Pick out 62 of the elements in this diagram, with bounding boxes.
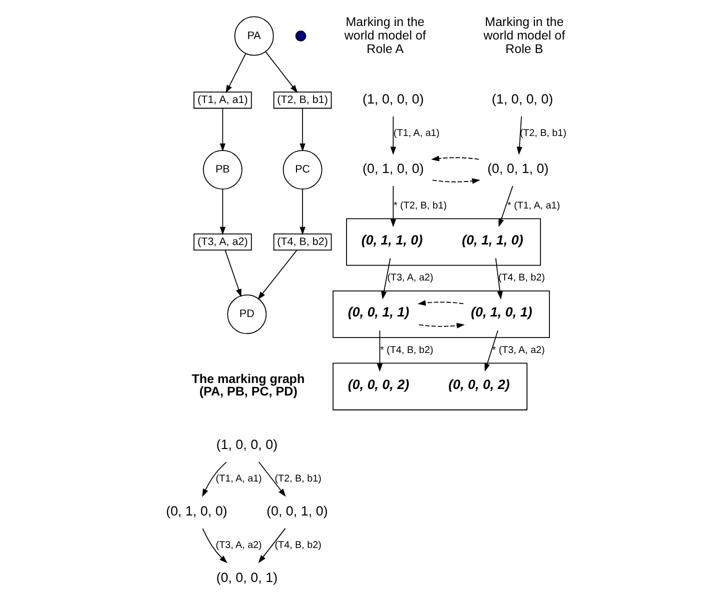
arrow (202, 462, 226, 498)
edge-label: (T4, B, b2) (498, 272, 544, 284)
edge-label: * (T1, A, a1) (506, 200, 560, 212)
node-box: (T3, A, a2) (193, 233, 252, 251)
arrow (484, 330, 498, 372)
node-box: (T1, A, a1) (193, 92, 252, 109)
edge-label: * (T4, B, b2) (380, 345, 433, 356)
arrow (376, 330, 382, 372)
edge-label: (T2, B, b1) (519, 128, 566, 139)
arrow (516, 116, 522, 155)
node-text: (0, 1, 0, 1) (470, 304, 532, 320)
arrow (430, 156, 479, 162)
arrow (418, 322, 464, 328)
edge-label: (T1, A, a1) (215, 474, 262, 485)
node-text: (0, 0, 0, 2) (448, 376, 510, 392)
arrow (380, 258, 390, 300)
edge-label: (T1, A, a1) (393, 128, 440, 139)
arrow (257, 250, 297, 300)
node-box: (T2, B, b1) (272, 92, 332, 109)
label: Marking in the world model of Role A (344, 14, 426, 56)
node-text: (0, 0, 0, 2) (347, 376, 409, 392)
node-circle: PC (282, 150, 322, 190)
node-text: (1, 0, 0, 0) (362, 91, 424, 106)
arrow (417, 300, 464, 306)
edge-label: (T3, A, a2) (386, 272, 433, 284)
arrow (498, 185, 513, 228)
arrow (219, 188, 225, 235)
node-box: (T4, B, b2) (272, 233, 332, 251)
arrow (432, 178, 480, 184)
arrow (390, 116, 396, 155)
arrow (494, 258, 502, 300)
arrow (202, 528, 227, 564)
arrow (258, 528, 286, 564)
arrow (390, 185, 396, 228)
node-circle: PA (234, 16, 274, 56)
edge-label: (T3, A, a2) (215, 540, 262, 551)
node-text: (0, 0, 1, 0) (486, 160, 548, 176)
node-text: (1, 0, 0, 0) (216, 436, 278, 452)
label: The marking graph (PA, PB, PC, PD) (191, 372, 304, 399)
edge-label: * (T3, A, a2) (492, 345, 544, 356)
node-text: (0, 0, 1, 0) (266, 503, 328, 518)
node-text: (0, 1, 1, 0) (360, 232, 422, 248)
arrow (219, 108, 225, 152)
node-text: (0, 0, 0, 1) (216, 570, 278, 585)
arrow (299, 188, 305, 235)
arrow (225, 53, 246, 94)
label: Marking in the world model of Role B (482, 14, 565, 56)
node-text: (0, 1, 0, 0) (362, 160, 424, 176)
node-text: (0, 0, 1, 1) (347, 304, 409, 320)
node-text: (0, 1, 1, 0) (461, 232, 523, 248)
edge-label: * (T2, B, b1) (393, 200, 446, 212)
arrow (258, 462, 286, 497)
node-circle: PD (226, 294, 266, 334)
node-text: (0, 1, 0, 0) (165, 503, 227, 518)
arrow (264, 51, 298, 94)
arrow (224, 250, 241, 298)
node-text: (1, 0, 0, 0) (491, 91, 553, 106)
arrow (299, 108, 305, 152)
edge-label: (T4, B, b2) (274, 540, 321, 551)
node-circle (294, 30, 306, 42)
edge-label: (T2, B, b1) (274, 474, 321, 485)
node-circle: PB (202, 150, 242, 190)
